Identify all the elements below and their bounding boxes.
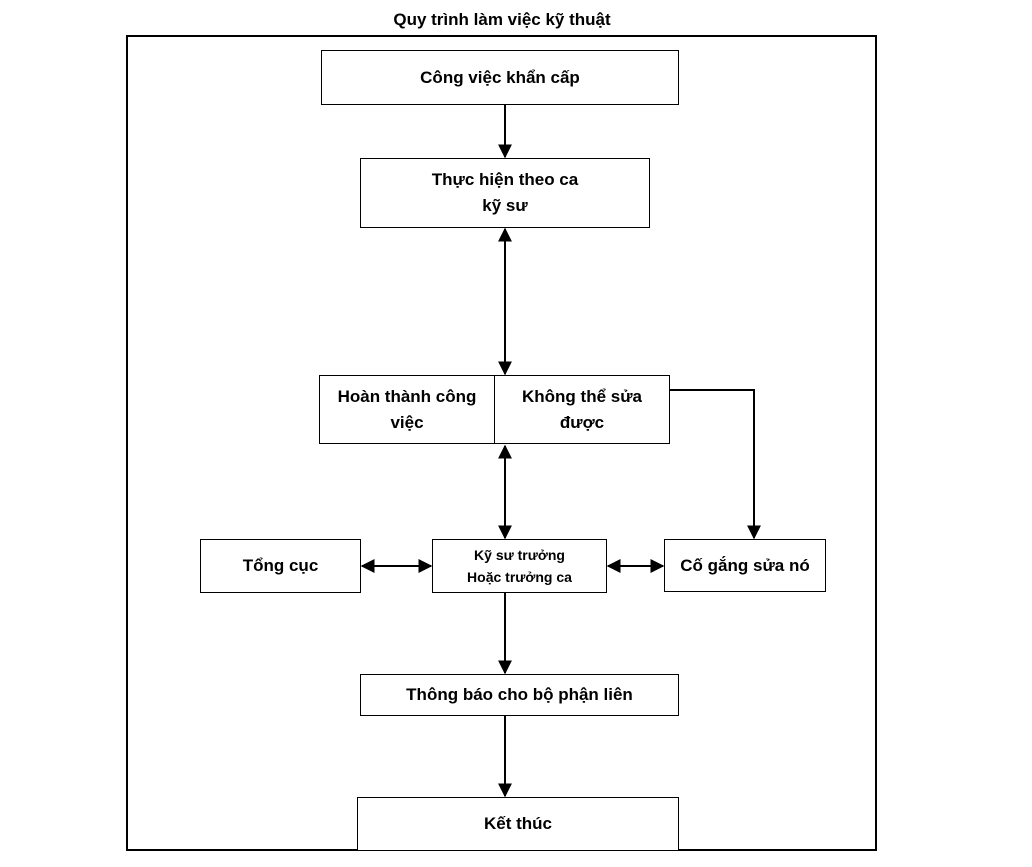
node-outcome: Hoàn thành công việc Không thể sửa được (319, 375, 670, 444)
diagram-title: Quy trình làm việc kỹ thuật (393, 10, 611, 29)
node-complete-work: Hoàn thành công việc (337, 386, 477, 432)
node-end: Kết thúc (357, 797, 679, 851)
arrow-cannot-fix-to-try (670, 389, 761, 540)
node-urgent-work: Công việc khẩn cấp (321, 50, 679, 105)
node-cannot-fix: Không thể sửa được (494, 376, 669, 443)
node-chief-engineer: Kỹ sư trưởng Hoặc trưởng ca (432, 539, 607, 593)
node-notify-department: Thông báo cho bộ phận liên (360, 674, 679, 716)
node-try-fix: Cố gắng sửa nó (664, 539, 826, 592)
node-general-department: Tổng cục (200, 539, 361, 593)
node-engineer-shift: Thực hiện theo ca kỹ sư (360, 158, 650, 228)
